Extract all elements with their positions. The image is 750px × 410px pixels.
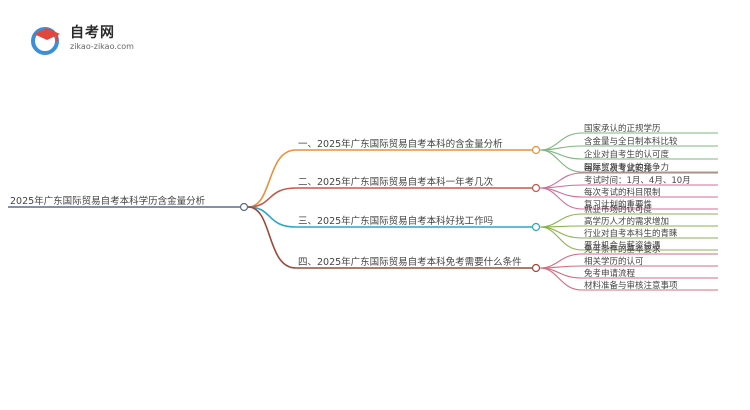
branch-node-dot <box>531 263 541 273</box>
root-topic: 2025年广东国际贸易自考本科学历含金量分析 <box>10 195 206 207</box>
leaf-topic: 企业对自考生的认可度 <box>584 149 670 160</box>
leaf-topic: 免考申请流程 <box>584 268 636 279</box>
leaf-topic: 材料准备与审核注意事项 <box>584 280 678 291</box>
branch-connector <box>247 149 297 208</box>
leaf-topic: 免考条件的基本要求 <box>584 244 661 255</box>
branch-connector <box>247 206 297 269</box>
leaf-connector <box>539 145 583 151</box>
graduation-cap-icon <box>31 27 60 55</box>
branch-node-dot <box>531 145 541 155</box>
logo-title: 自考网 <box>70 25 115 41</box>
root-node-dot <box>239 202 249 212</box>
leaf-connector <box>539 213 583 228</box>
leaf-connector <box>539 187 583 210</box>
leaf-topic: 高学历人才的需求增加 <box>584 216 669 227</box>
leaf-connector <box>539 226 583 251</box>
leaf-topic: 每次考试的科目限制 <box>584 187 661 198</box>
leaf-topic: 行业对自考本科生的青睐 <box>584 228 678 239</box>
leaf-topic: 含金量与全日制本科比较 <box>584 136 678 147</box>
leaf-topic: 每年三次考试安排 <box>584 163 653 174</box>
leaf-topic: 相关学历的认可 <box>584 256 644 267</box>
leaf-topic: 考试时间：1月、4月、10月 <box>584 175 691 186</box>
leaf-topic: 就业市场的认可度 <box>584 204 653 215</box>
logo-subtitle: zikao-zikao.com <box>70 42 134 51</box>
branch-topic: 一、2025年广东国际贸易自考本科的含金量分析 <box>298 138 503 150</box>
site-logo[interactable]: 自考网 zikao-zikao.com <box>30 20 170 60</box>
branch-topic: 二、2025年广东国际贸易自考本科一年考几次 <box>298 176 494 188</box>
leaf-topic: 晋升机会与薪资待遇 <box>584 240 661 251</box>
leaf-topic: 复习计划的重要性 <box>584 199 653 210</box>
leaf-topic: 国家承认的正规学历 <box>584 123 661 134</box>
leaf-connector <box>539 184 583 189</box>
leaf-connector <box>539 267 583 291</box>
leaf-connector <box>539 172 583 189</box>
branch-topic: 四、2025年广东国际贸易自考本科免考需要什么条件 <box>298 256 522 268</box>
branch-connector <box>247 187 297 208</box>
branch-node-dot <box>531 222 541 232</box>
branch-node-dot <box>531 183 541 193</box>
leaf-topic: 国际贸易专业的竞争力 <box>584 162 669 173</box>
branch-topic: 三、2025年广东国际贸易自考本科好找工作吗 <box>298 215 493 227</box>
leaf-connector <box>539 149 583 173</box>
